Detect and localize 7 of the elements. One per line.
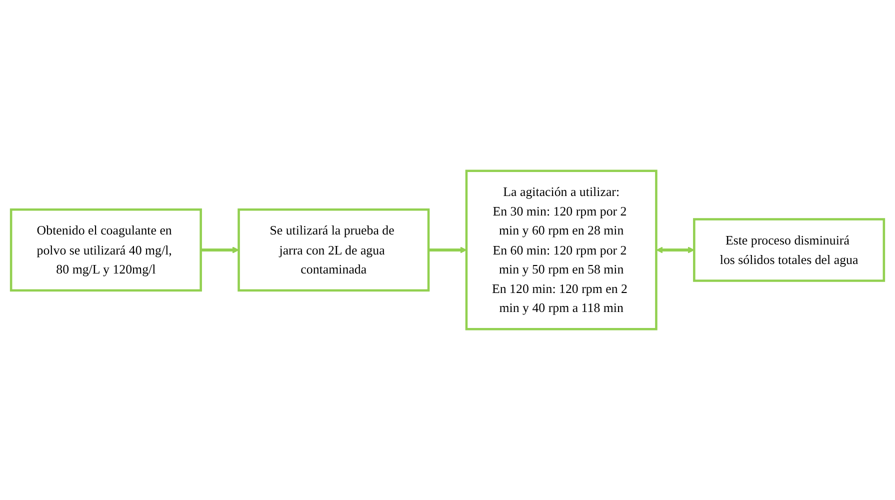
arrow: [200, 246, 240, 254]
node-box: La agitación a utilizar: En 30 min: 120 rpm por 2 min y 60 rpm en 28 min En 60 min: 120 rpm por 2 min y 50 rpm en 58 min En 120 min: 120 rpm en 2 min y 40 rpm a 118 min: [465, 170, 658, 330]
node-box: Obtenido el coagulante en polvo se utilizará 40 mg/l, 80 mg/L y 120mg/l: [10, 208, 202, 292]
node-box: Se utilizará la prueba de jarra con 2L de agua contaminada: [238, 208, 430, 292]
arrow: [428, 246, 467, 254]
node-box: Este proceso disminuirá los sólidos totales del agua: [693, 218, 886, 282]
arrow: [656, 246, 694, 254]
